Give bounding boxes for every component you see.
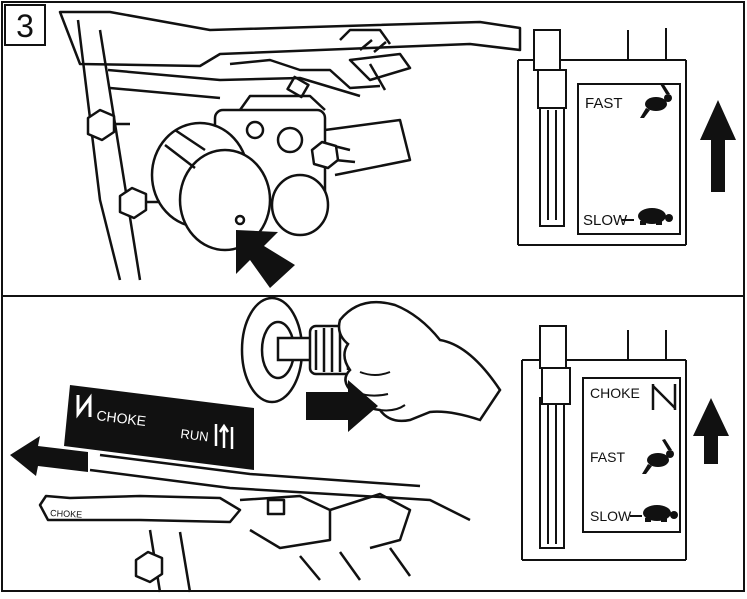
push-arrow-icon	[306, 380, 378, 432]
bottom-engine-illustration	[38, 453, 471, 593]
step-number: 3	[16, 8, 34, 44]
turtle-icon	[643, 505, 678, 522]
lever-choke-text: CHOKE	[50, 508, 82, 520]
decal-run-label: RUN	[180, 426, 210, 444]
rabbit-icon	[642, 439, 674, 474]
choke-symbol-icon	[651, 384, 677, 410]
hand-illustration	[337, 300, 502, 423]
fast-label: FAST	[585, 95, 623, 112]
up-arrow-icon	[700, 100, 736, 192]
fast-label: FAST	[590, 449, 625, 465]
turtle-icon	[638, 208, 673, 225]
choke-run-decal: CHOKE RUN	[64, 385, 254, 470]
slow-label: SLOW	[590, 508, 632, 524]
up-arrow-icon	[693, 398, 729, 464]
frame-bolt	[118, 186, 160, 220]
decal-choke-label: CHOKE	[96, 407, 147, 429]
rabbit-icon	[640, 83, 672, 118]
choke-label: CHOKE	[590, 385, 640, 401]
left-arrow-icon	[10, 436, 88, 476]
top-engine-illustration	[58, 10, 522, 281]
frame-bolt	[134, 550, 164, 584]
frame-bolt	[86, 108, 130, 142]
slow-label: SLOW	[583, 212, 628, 229]
pointer-arrow	[236, 230, 295, 288]
choke-symbol-icon	[76, 393, 92, 419]
run-symbol-icon	[214, 423, 234, 449]
step-number-box: 3	[4, 4, 46, 46]
